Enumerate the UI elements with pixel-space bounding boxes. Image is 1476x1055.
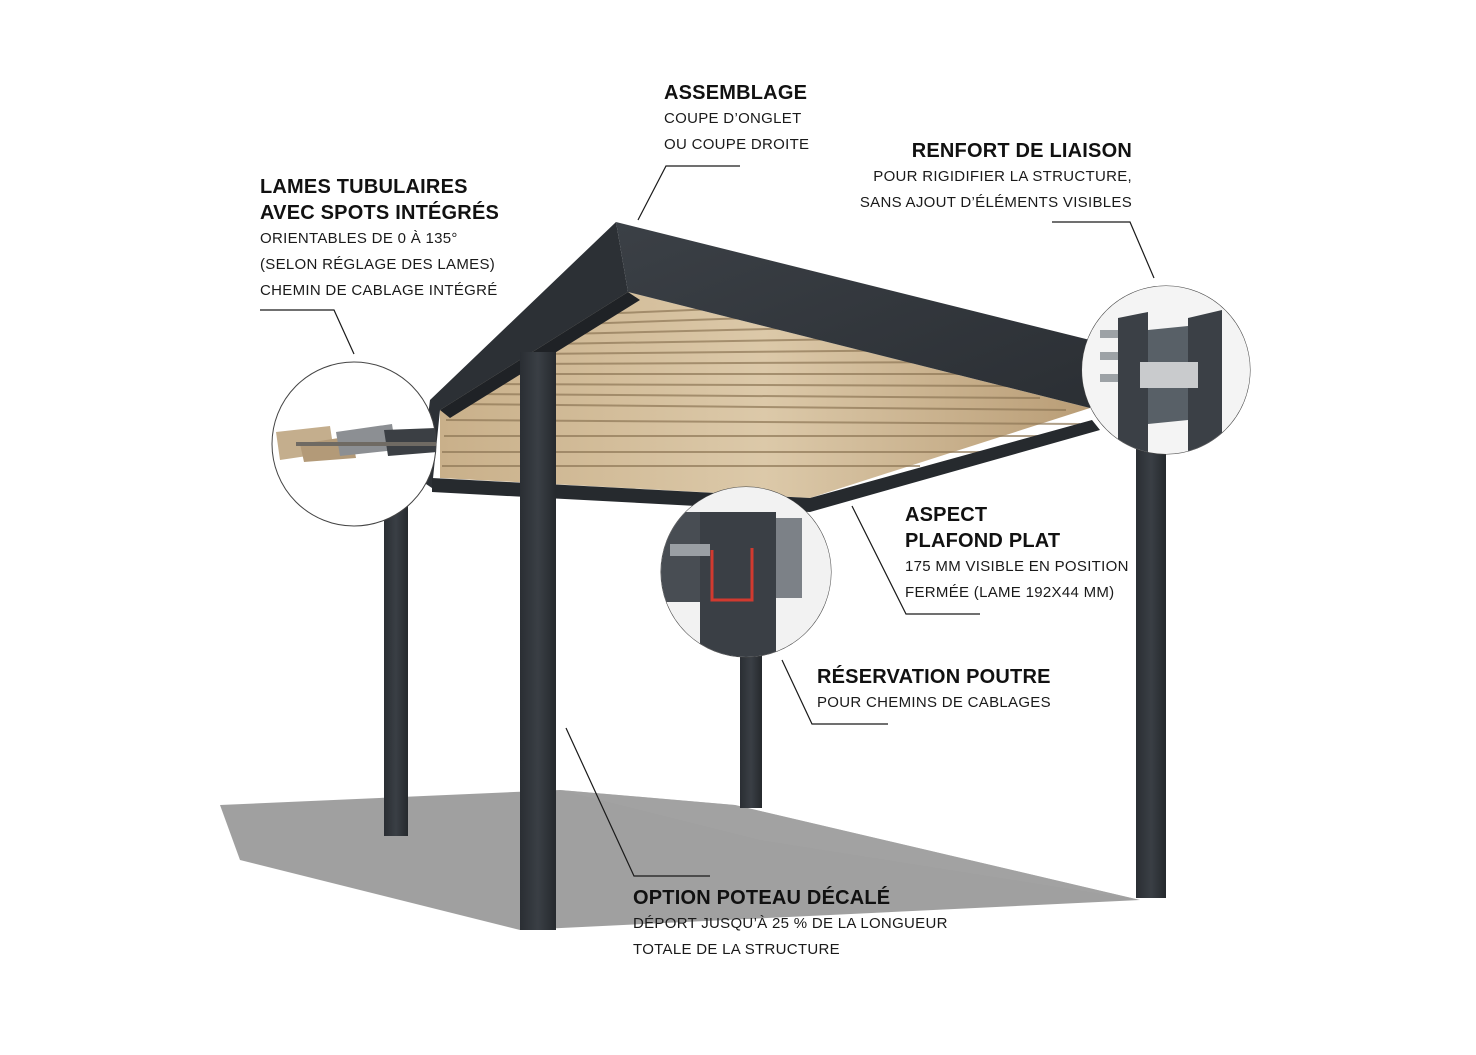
leader-reservation xyxy=(781,659,888,725)
leader-option xyxy=(565,727,710,877)
post-front-right xyxy=(1136,420,1166,898)
roof-frame-front-beam xyxy=(432,420,1100,512)
callout-lames: LAMES TUBULAIRES AVEC SPOTS INTÉGRÉS ORI… xyxy=(260,174,499,304)
callout-aspect: ASPECT PLAFOND PLAT 175 MM VISIBLE EN PO… xyxy=(905,502,1129,606)
callout-option: OPTION POTEAU DÉCALÉ DÉPORT JUSQU’À 25 %… xyxy=(633,885,948,963)
callout-reservation-line-1: POUR CHEMINS DE CABLAGES xyxy=(817,694,1051,711)
callout-assemblage: ASSEMBLAGE COUPE D’ONGLET OU COUPE DROIT… xyxy=(664,80,809,158)
post-front-left xyxy=(520,352,556,930)
callout-aspect-title-1: ASPECT xyxy=(905,504,988,526)
slat-lines xyxy=(442,303,1081,467)
callout-renfort-line-2: SANS AJOUT D’ÉLÉMENTS VISIBLES xyxy=(859,194,1132,211)
callout-lames-title-2: AVEC SPOTS INTÉGRÉS xyxy=(260,202,500,224)
leader-renfort xyxy=(1052,221,1155,279)
callout-aspect-line-1: 175 MM VISIBLE EN POSITION xyxy=(905,558,1129,575)
ground-shadow xyxy=(220,790,1140,930)
callout-aspect-line-2: FERMÉE (LAME 192X44 MM) xyxy=(905,584,1115,601)
callout-lames-title-1: LAMES TUBULAIRES xyxy=(260,176,468,198)
detail-renfort xyxy=(1081,285,1251,455)
callout-assemblage-line-1: COUPE D’ONGLET xyxy=(664,110,802,127)
callout-aspect-title-2: PLAFOND PLAT xyxy=(905,530,1061,552)
callout-assemblage-title: ASSEMBLAGE xyxy=(664,82,808,104)
callout-option-line-1: DÉPORT JUSQU’À 25 % DE LA LONGUEUR xyxy=(633,915,948,932)
callout-assemblage-line-2: OU COUPE DROITE xyxy=(664,136,810,153)
ground-shadow-light xyxy=(560,790,1140,900)
callout-reservation-title: RÉSERVATION POUTRE xyxy=(817,666,1051,688)
leader-aspect xyxy=(851,505,980,615)
leader-lames xyxy=(260,309,355,355)
post-back-left xyxy=(384,488,408,836)
detail-lames xyxy=(271,361,437,527)
callout-renfort-title: RENFORT DE LIAISON xyxy=(911,140,1132,162)
callout-lames-line-1: ORIENTABLES DE 0 À 135° xyxy=(260,230,458,247)
leader-assemblage xyxy=(637,165,740,221)
callout-renfort-line-1: POUR RIGIDIFIER LA STRUCTURE, xyxy=(873,168,1132,185)
leader-lines xyxy=(260,165,1155,877)
callout-renfort: RENFORT DE LIAISON POUR RIGIDIFIER LA ST… xyxy=(860,138,1132,216)
callout-option-title: OPTION POTEAU DÉCALÉ xyxy=(633,887,891,909)
detail-reservation xyxy=(660,486,832,658)
callout-lames-line-3: CHEMIN DE CABLAGE INTÉGRÉ xyxy=(260,282,498,299)
callout-reservation: RÉSERVATION POUTRE POUR CHEMINS DE CABLA… xyxy=(817,664,1051,716)
roof-frame-top-face xyxy=(616,222,1090,408)
callout-option-line-2: TOTALE DE LA STRUCTURE xyxy=(633,941,840,958)
callout-lames-line-2: (SELON RÉGLAGE DES LAMES) xyxy=(260,256,496,273)
